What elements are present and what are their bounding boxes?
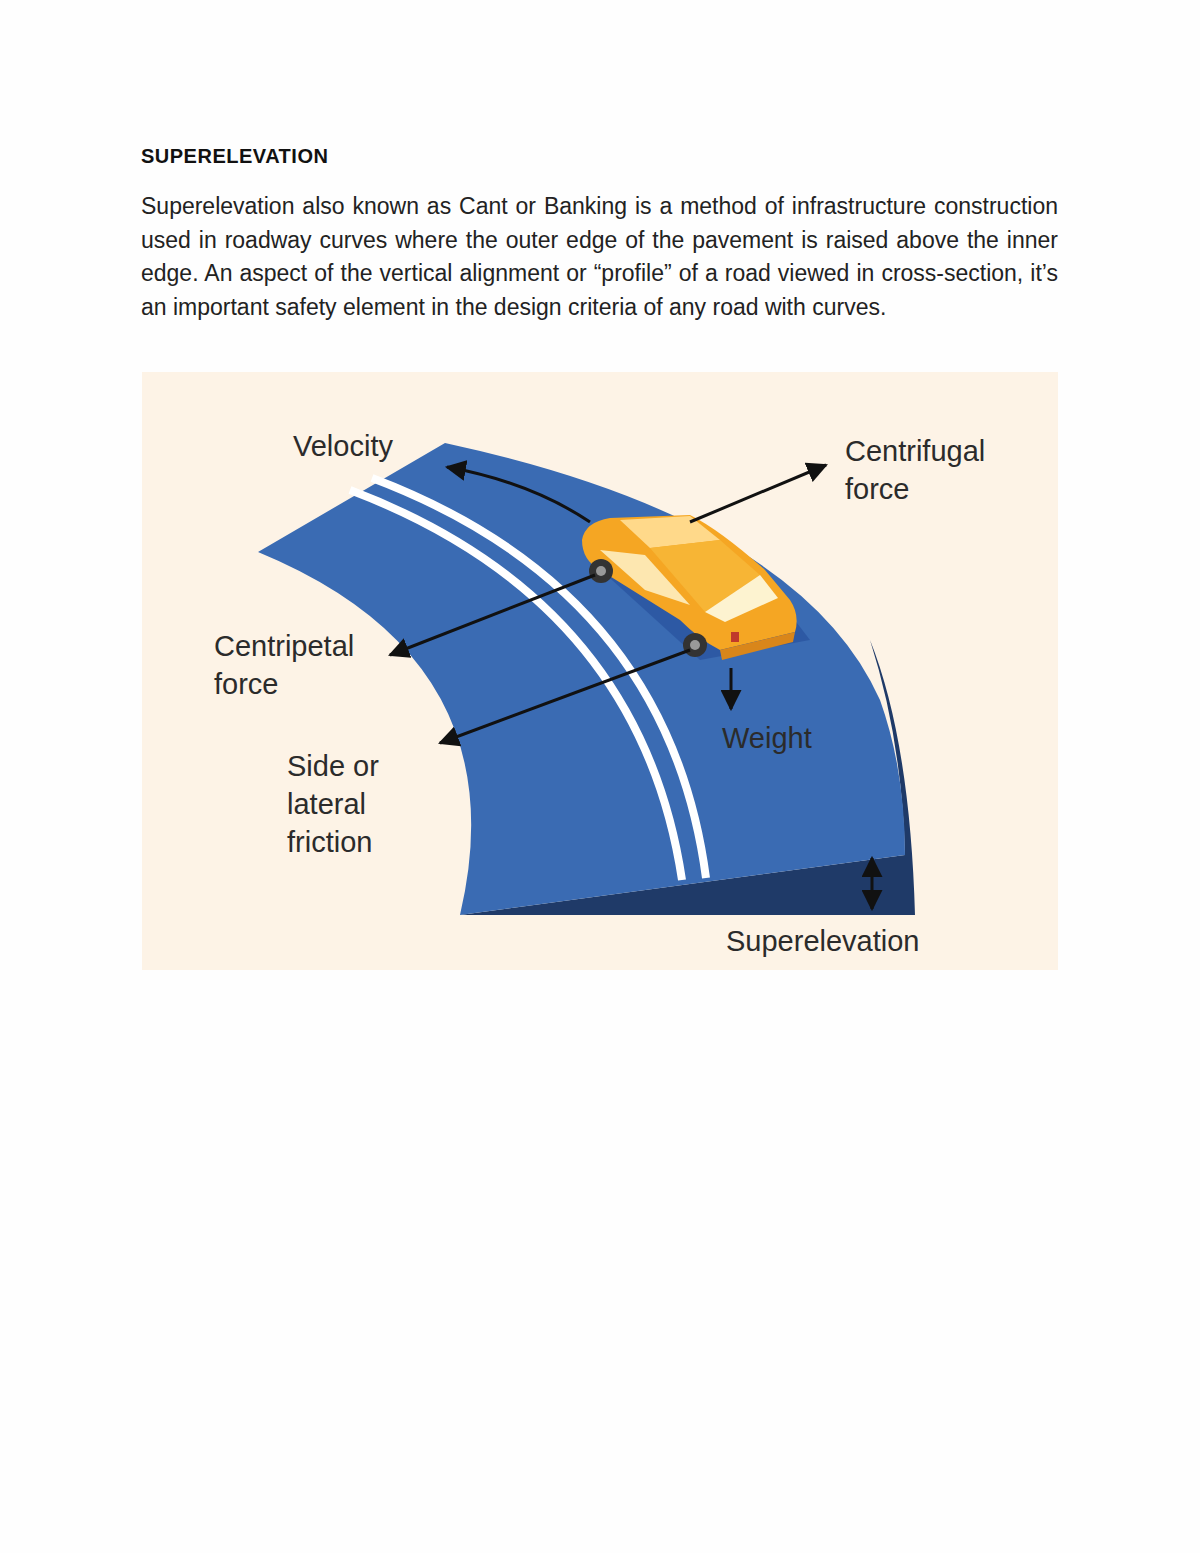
figure-ground bbox=[142, 372, 1058, 970]
dimension-label: Superelevation bbox=[726, 922, 986, 960]
centripetal-arrow bbox=[390, 575, 595, 655]
force-label: Centrifugal force bbox=[845, 432, 1035, 508]
road-surface bbox=[258, 443, 905, 915]
centrifugal-arrow bbox=[690, 465, 826, 522]
body-paragraph: Superelevation also known as Cant or Ban… bbox=[141, 190, 1058, 324]
force-label: Side or lateral friction bbox=[287, 747, 412, 861]
car bbox=[582, 515, 797, 660]
page-heading: SUPERELEVATION bbox=[141, 145, 328, 168]
force-label: Velocity bbox=[293, 427, 443, 465]
velocity-arrow bbox=[447, 467, 590, 522]
superelevation-arrow bbox=[871, 858, 874, 909]
weight-arrow bbox=[730, 668, 733, 709]
friction-arrow bbox=[440, 650, 690, 743]
force-label: Centripetal force bbox=[214, 627, 389, 703]
force-label: Weight bbox=[722, 719, 862, 757]
